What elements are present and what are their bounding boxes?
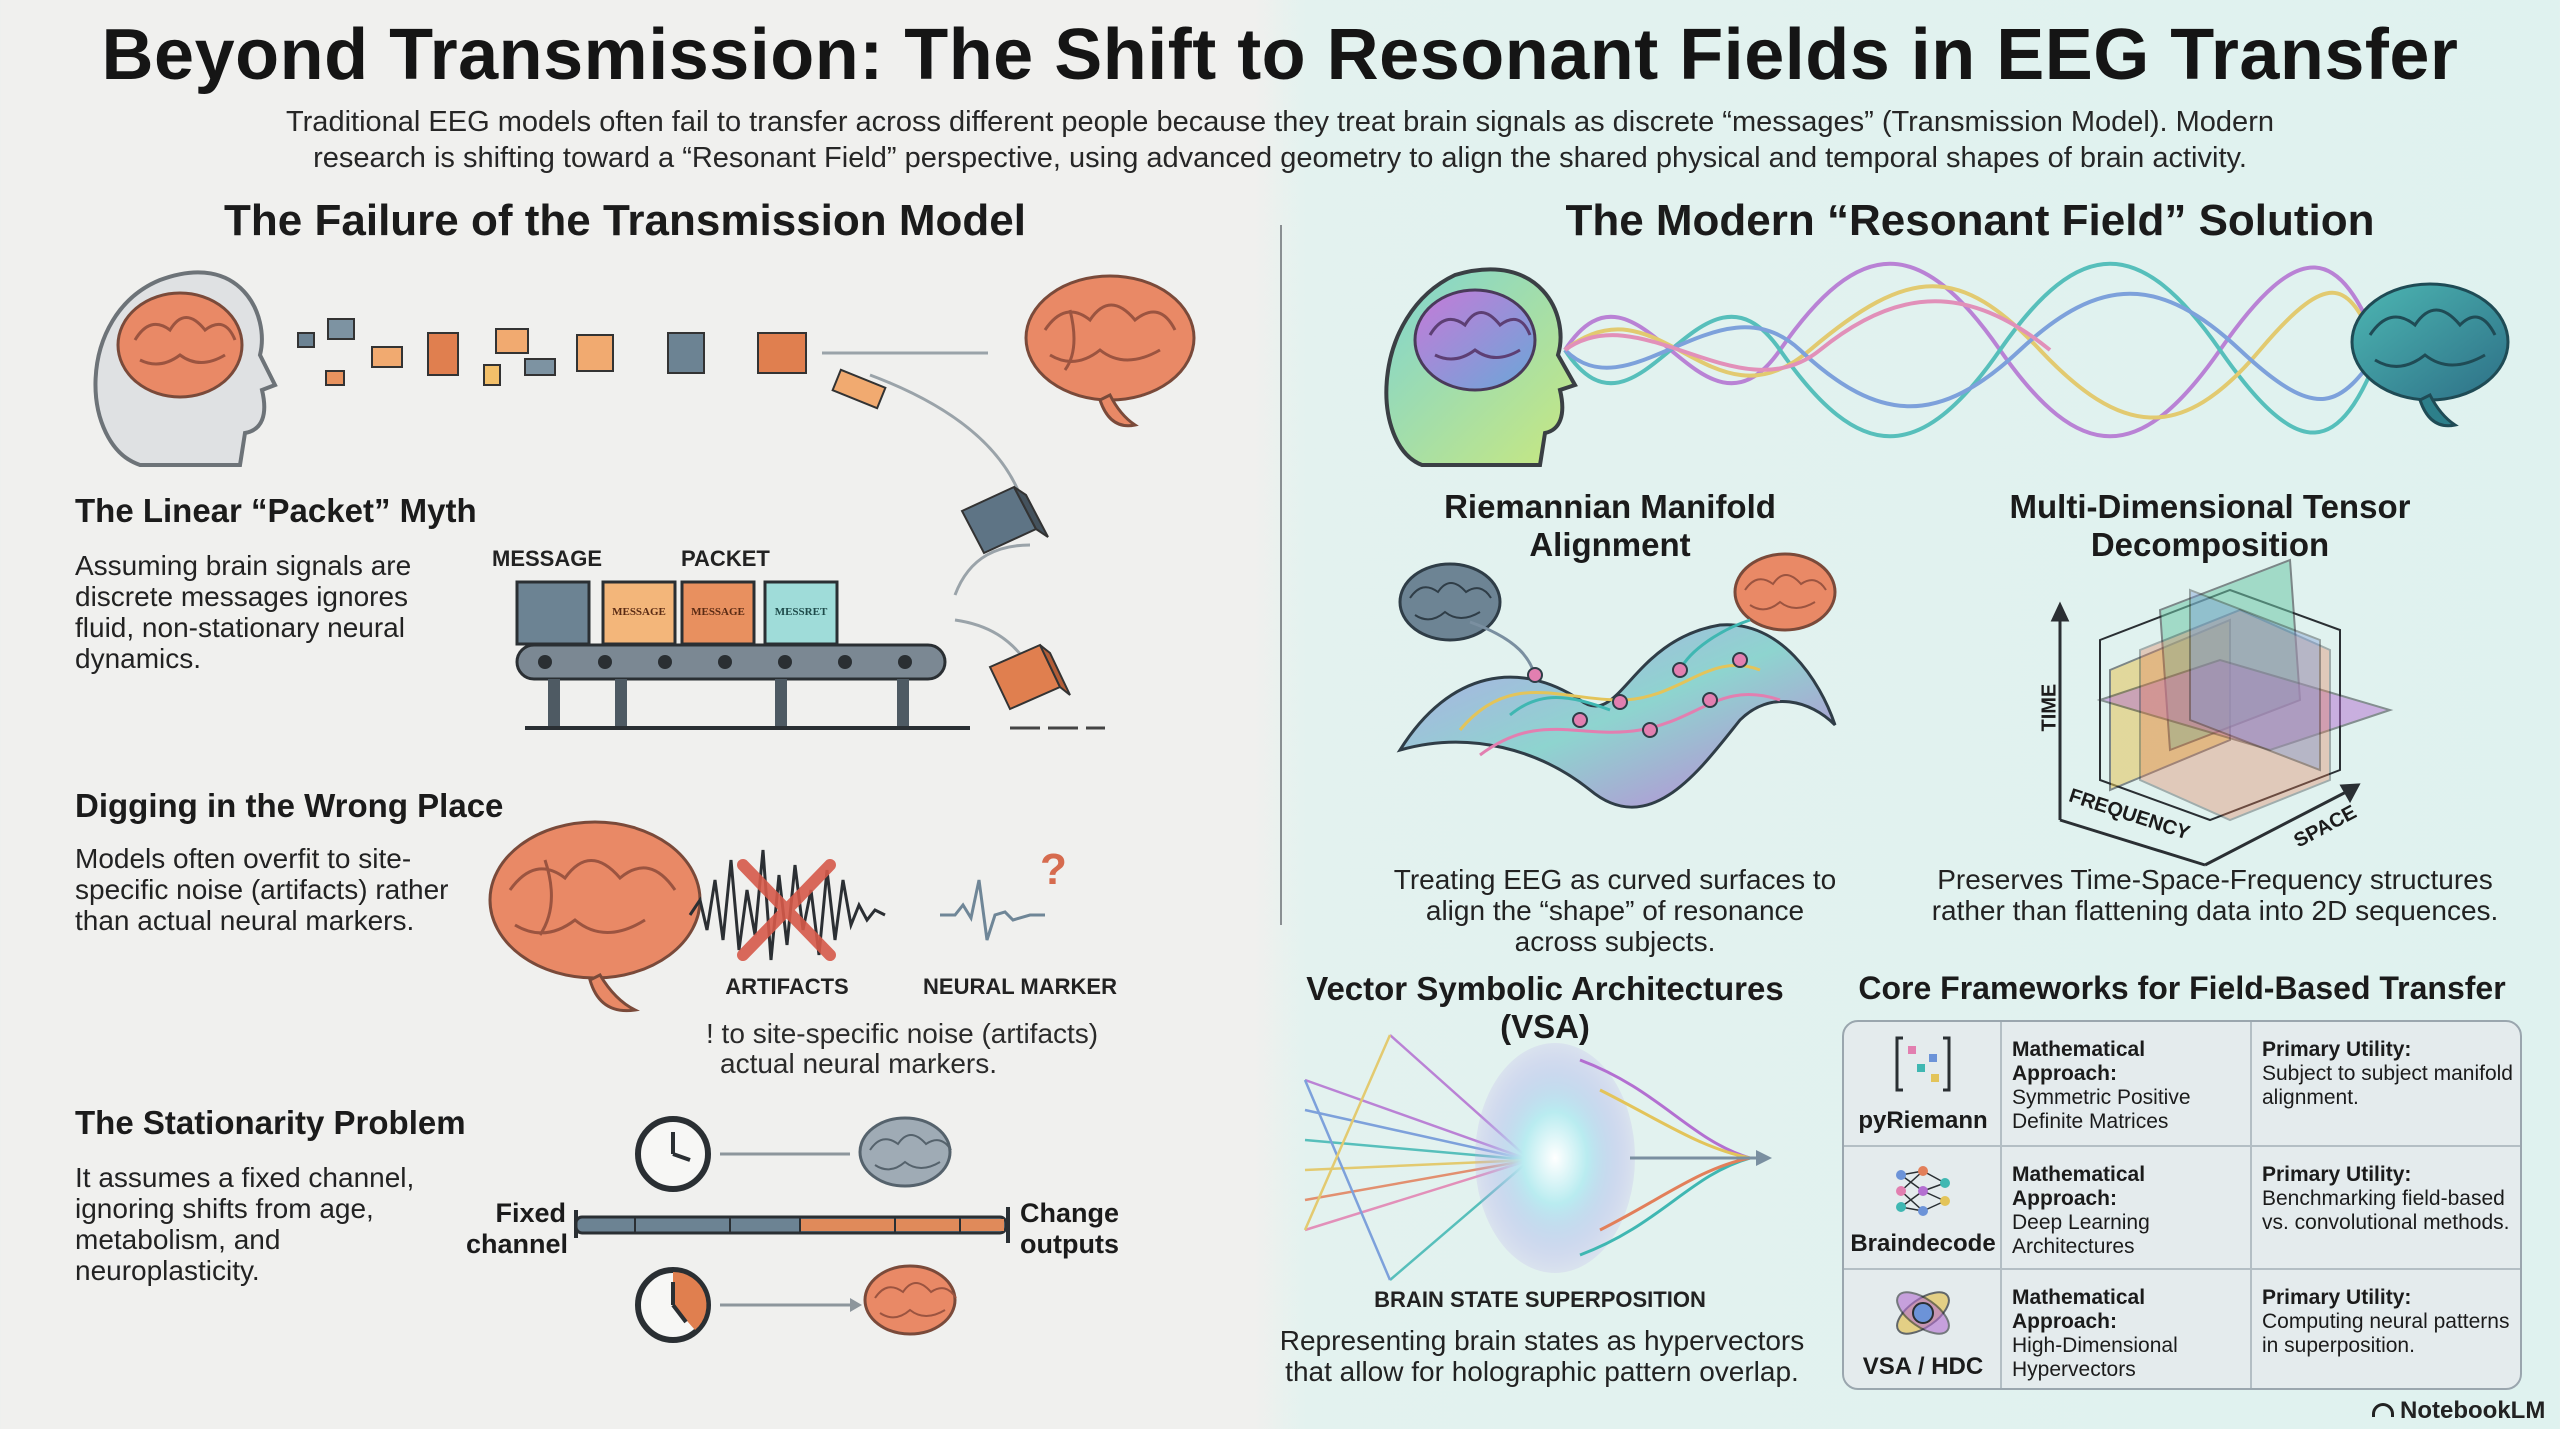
human-head-silhouette-left [93, 270, 278, 467]
approach-label: Mathematical Approach: [2012, 1163, 2146, 1210]
utility-value: Benchmarking field-based vs. convolution… [2262, 1187, 2510, 1234]
notebooklm-branding: NotebookLM [2372, 1397, 2545, 1425]
brain-orange-icon [863, 1264, 957, 1336]
box-label-2: MESSAGE [691, 606, 745, 618]
human-head-gradient [1384, 267, 1578, 467]
packet-myth-title: The Linear “Packet” Myth [75, 492, 477, 529]
packet-myth-text: Assuming brain signals are discrete mess… [75, 550, 412, 674]
utility-value: Subject to subject manifold alignment. [2262, 1062, 2513, 1109]
right-heading: The Modern “Resonant Field” Solution [1565, 196, 2375, 245]
left-heading: The Failure of the Transmission Model [224, 196, 1026, 245]
utility-label: Primary Utility: [2262, 1286, 2412, 1309]
utility-label: Primary Utility: [2262, 1038, 2412, 1061]
framework-name: Braindecode [1850, 1230, 1996, 1257]
artifact-noise-wave [688, 849, 886, 961]
artifact-illustration [488, 820, 1045, 1013]
box-label-3: MESSRET [774, 606, 828, 618]
column-divider [1280, 225, 1282, 925]
transmission-illustration [93, 270, 1196, 730]
framework-name: VSA / HDC [1862, 1353, 1984, 1380]
superposition-core [1475, 1043, 1635, 1273]
label-artifacts: ARTIFACTS [725, 974, 849, 999]
question-mark-icon: ? [1040, 845, 1067, 894]
box-label-1: MESSAGE [612, 606, 666, 618]
label-change-outputs: Change outputs [1020, 1198, 1120, 1259]
brain-gray-icon [858, 1116, 952, 1188]
clock-icon-top [635, 1116, 711, 1192]
neural-marker-wave [940, 879, 1045, 941]
digging-text: Models often overfit to site-specific no… [75, 843, 449, 936]
resonant-field-illustration [1384, 261, 2510, 467]
tensor-title: Multi-Dimensional Tensor Decomposition [2009, 488, 2411, 563]
framework-name: pyRiemann [1858, 1107, 1988, 1134]
brain-digging [488, 820, 702, 1013]
label-neural-marker: NEURAL MARKER [923, 974, 1117, 999]
neural-network-icon [1896, 1166, 1950, 1216]
superposition-illustration [1303, 1034, 1772, 1281]
axis-time-label: TIME [2038, 683, 2061, 732]
tensor-axes [2050, 601, 2361, 867]
manifold-illustration [1396, 552, 1837, 809]
vsa-caption: Representing brain states as hypervector… [1279, 1325, 1805, 1387]
label-brain-state-superposition: BRAIN STATE SUPERPOSITION [1374, 1287, 1706, 1312]
table-row-braindecode: Braindecode Mathematical Approach:Deep L… [1844, 1145, 2520, 1268]
caption-fragment-1: ! to site-specific noise (artifacts) [706, 1018, 1099, 1049]
output-beam [1579, 1058, 1772, 1257]
tensor-cube [2096, 558, 2394, 822]
riemann-title: Riemannian Manifold Alignment [1444, 488, 1776, 563]
utility-label: Primary Utility: [2262, 1163, 2412, 1186]
table-row-vsa-hdc: VSA / HDC Mathematical Approach:High-Dim… [1844, 1268, 2520, 1388]
approach-value: High-Dimensional Hypervectors [2012, 1334, 2178, 1381]
tensor-caption: Preserves Time-Space-Frequency structure… [1931, 864, 2499, 926]
frameworks-title: Core Frameworks for Field-Based Transfer [1858, 970, 2506, 1006]
brain-slate-icon [1398, 562, 1502, 642]
tensor-cube-illustration [2050, 558, 2394, 867]
cross-out-icon [737, 859, 836, 961]
caption-fragment-2: actual neural markers. [720, 1048, 998, 1079]
message-packets [297, 318, 1031, 661]
stationarity-title: The Stationarity Problem [75, 1104, 466, 1141]
frameworks-table: pyRiemann Mathematical Approach:Symmetri… [1842, 1020, 2522, 1390]
utility-value: Computing neural patterns in superpositi… [2262, 1310, 2510, 1357]
channel-bar [574, 1207, 1010, 1243]
notebooklm-label: NotebookLM [2400, 1397, 2546, 1424]
label-packet: PACKET [681, 546, 770, 571]
digging-title: Digging in the Wrong Place [75, 787, 504, 824]
approach-value: Deep Learning Architectures [2012, 1211, 2150, 1258]
table-row-pyriemann: pyRiemann Mathematical Approach:Symmetri… [1844, 1022, 2520, 1145]
stationarity-text: It assumes a fixed channel, ignoring shi… [75, 1162, 415, 1286]
clock-icon-bottom [635, 1267, 711, 1343]
vsa-title: Vector Symbolic Architectures (VSA) [1306, 970, 1784, 1045]
conveyor-belt [515, 580, 970, 730]
falling-packets [960, 485, 1105, 730]
approach-label: Mathematical Approach: [2012, 1286, 2146, 1333]
approach-label: Mathematical Approach: [2012, 1038, 2146, 1085]
manifold-nodes [1527, 652, 1748, 738]
resonant-waves [1563, 261, 2382, 439]
page-title: Beyond Transmission: The Shift to Resona… [101, 15, 2459, 95]
notebooklm-logo-icon [2372, 1403, 2394, 1417]
brain-teal-receiver [2350, 282, 2510, 428]
label-message: MESSAGE [492, 546, 603, 571]
curved-manifold-surface [1396, 623, 1837, 809]
stationarity-illustration [574, 1116, 1010, 1343]
approach-value: Symmetric Positive Definite Matrices [2012, 1086, 2191, 1133]
matrix-icon [1895, 1036, 1951, 1092]
hypervector-orbit-icon [1896, 1291, 1950, 1335]
brain-orange-small-icon [1733, 552, 1837, 632]
brain-right-receiver [1024, 274, 1196, 428]
riemann-caption: Treating EEG as curved surfaces to align… [1393, 864, 1837, 957]
page-subtitle: Traditional EEG models often fail to tra… [286, 106, 2274, 174]
label-fixed-channel: Fixed channel [466, 1198, 569, 1259]
